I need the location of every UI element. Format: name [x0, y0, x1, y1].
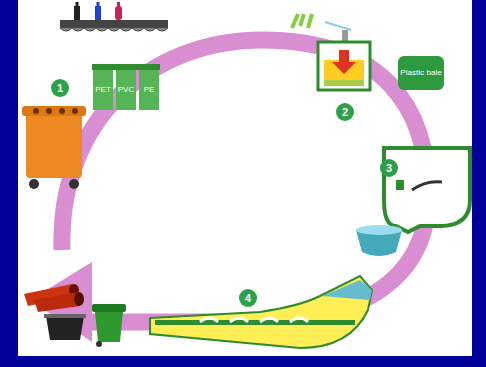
callout-number: 1 — [51, 79, 69, 97]
sorting-bin: PVC — [116, 70, 136, 110]
plastic-bale: Plastic bale — [398, 56, 444, 90]
node-text: PVC — [118, 86, 134, 94]
callout-number: 2 — [336, 103, 354, 121]
node-text: PE — [144, 86, 155, 94]
sorting-bin: PET — [93, 70, 113, 110]
callout-number: 4 — [239, 289, 257, 307]
callout-number: 3 — [380, 159, 398, 177]
sorting-bin: PE — [139, 70, 159, 110]
node-text: PET — [95, 86, 111, 94]
node-text: Plastic bale — [400, 69, 441, 77]
